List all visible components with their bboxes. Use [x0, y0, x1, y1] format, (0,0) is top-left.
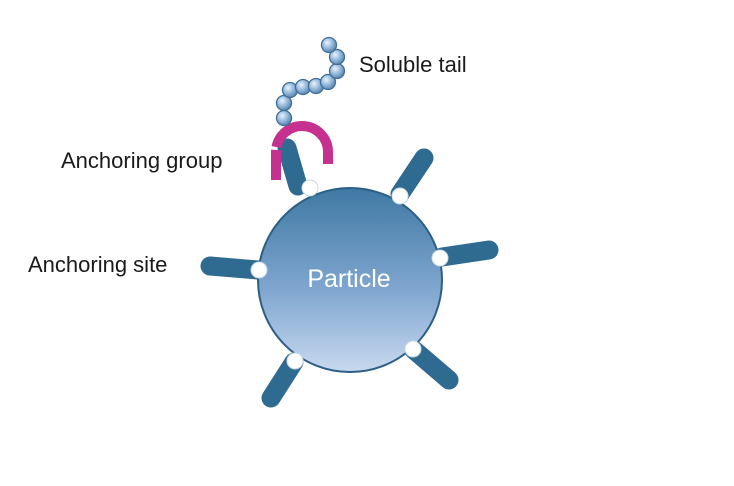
ligand-arm-left: [200, 256, 268, 280]
ligand-arm-lower-left: [261, 352, 304, 408]
anchoring-site-lower-left: [286, 352, 304, 370]
anchoring-site-right: [431, 249, 449, 267]
anchoring-site-top: [301, 179, 319, 197]
ligand-arms: [200, 138, 499, 408]
anchoring-sites: [250, 179, 449, 370]
tail-bead: [275, 109, 293, 127]
label-anchoring-site: Anchoring site: [28, 252, 167, 277]
anchoring-site-lower-right: [404, 340, 422, 358]
anchoring-group-shape: [271, 121, 333, 180]
tail-bead: [319, 73, 337, 91]
anchoring-site-left: [250, 261, 268, 279]
ligand-arm-upper-right: [390, 148, 434, 204]
tail-bead: [328, 48, 346, 66]
particle-core: [257, 187, 443, 373]
ligand-arm-right: [432, 240, 499, 267]
anchoring-site-upper-right: [391, 187, 409, 205]
tail-bead: [328, 62, 346, 80]
label-soluble-tail: Soluble tail: [359, 52, 467, 77]
ligand-arm-lower-right: [404, 340, 459, 390]
soluble-tail-chain: [275, 36, 346, 127]
tail-bead: [320, 36, 338, 54]
label-anchoring-group: Anchoring group: [61, 148, 222, 173]
label-particle: Particle: [307, 265, 390, 293]
ligand-arm-top: [277, 138, 308, 196]
